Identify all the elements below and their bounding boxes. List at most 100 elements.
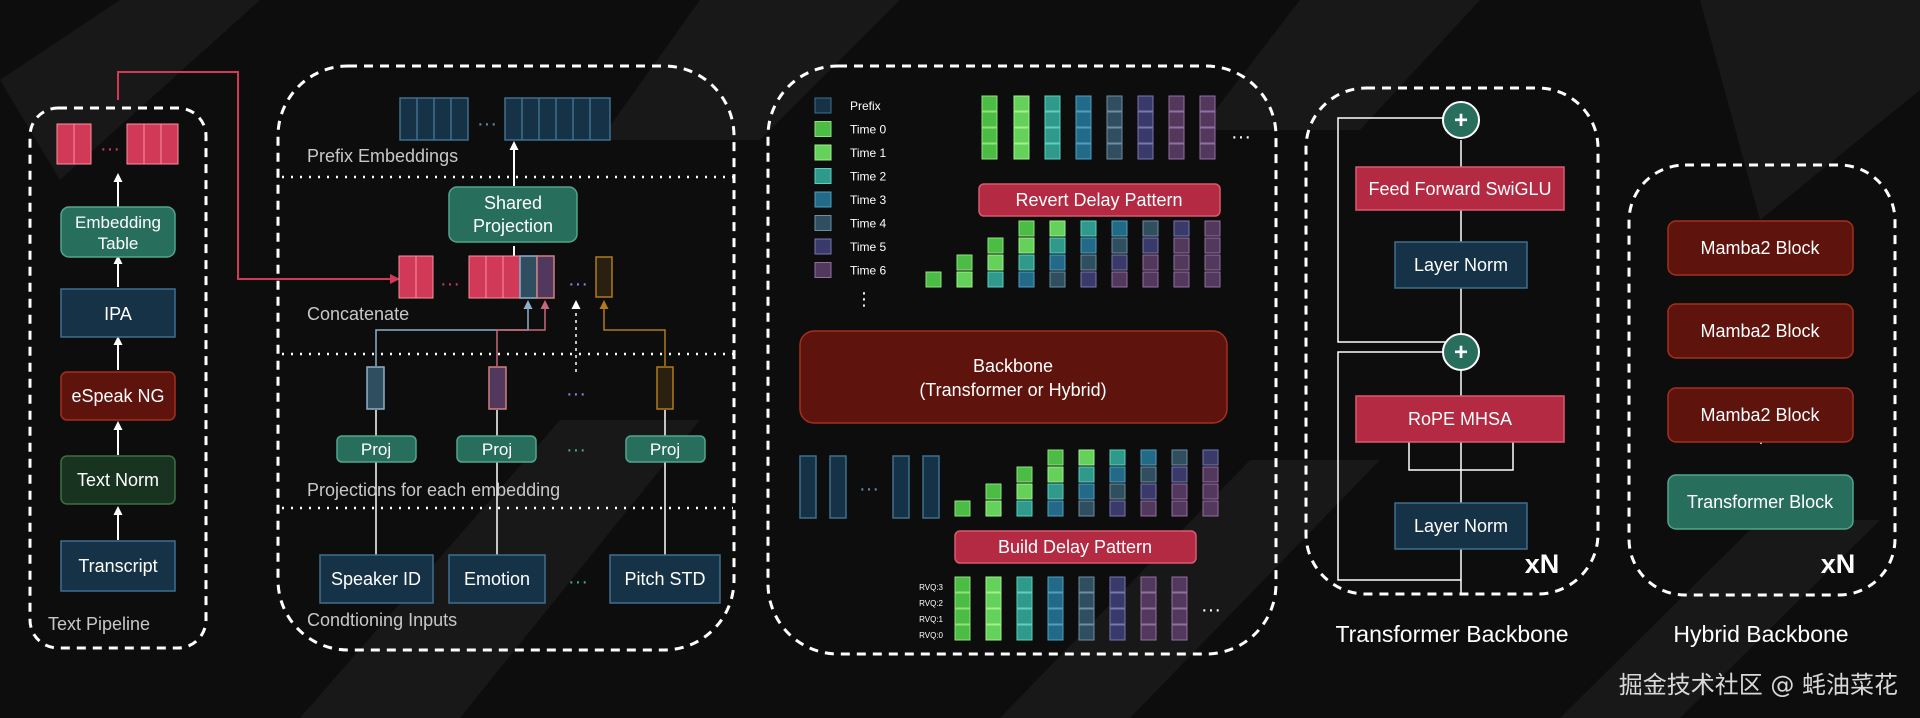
proj-box-emotion: Proj: [456, 435, 537, 463]
rvq-code-cell: [1171, 608, 1188, 625]
code-cell: [1044, 111, 1061, 128]
pitch-std-box: Pitch STD: [609, 554, 721, 604]
code-cell: [1013, 95, 1030, 112]
prefix-input-ellipsis: ···: [859, 478, 879, 500]
mamba-label-top: Mamba2 Block: [1700, 238, 1820, 258]
input-delayed-cell: [1202, 500, 1219, 517]
emotion-projected-token: [488, 366, 507, 410]
input-delayed-cell: [1016, 483, 1033, 500]
legend-label: Time 3: [850, 193, 887, 207]
ffn-box: Feed Forward SwiGLU: [1355, 166, 1565, 211]
code-cell: [1199, 111, 1216, 128]
plus-icon: +: [1454, 339, 1468, 366]
mamba-label-middle: Mamba2 Block: [1700, 321, 1820, 341]
rvq-code-cell: [1171, 592, 1188, 609]
rvq-code-cell: [1078, 624, 1095, 641]
rvq-code-cell: [1016, 608, 1033, 625]
delayed-code-cell: [1111, 254, 1128, 271]
delayed-code-cell: [1173, 271, 1190, 288]
rvq-code-cell: [1016, 576, 1033, 593]
delayed-code-cell: [1080, 237, 1097, 254]
layer-norm-box-lower: Layer Norm: [1394, 502, 1528, 550]
code-cell: [1075, 127, 1092, 144]
delayed-code-cell: [1173, 220, 1190, 237]
rvq-code-cell: [1047, 608, 1064, 625]
backbone-label-2: (Transformer or Hybrid): [919, 380, 1106, 400]
delayed-code-cell: [925, 271, 942, 288]
embedding-table-label-1: Embedding: [75, 213, 161, 232]
delayed-input-grid: [954, 449, 1219, 517]
input-delayed-cell: [1140, 500, 1157, 517]
input-delayed-cell: [1047, 483, 1064, 500]
rvq-code-cell: [985, 608, 1002, 625]
input-delayed-cell: [954, 500, 971, 517]
rvq-code-cell: [954, 624, 971, 641]
input-delayed-cell: [1078, 449, 1095, 466]
transformer-backbone-panel: Feed Forward SwiGLU Layer Norm RoPE MHSA…: [1304, 86, 1600, 647]
legend-swatch: [814, 144, 832, 161]
rvq-code-cell: [1171, 624, 1188, 641]
text-pipeline-label: Text Pipeline: [48, 614, 150, 634]
text-token-ellipsis: ···: [100, 138, 120, 160]
rvq-code-cell: [1047, 624, 1064, 641]
input-delayed-cell: [1140, 449, 1157, 466]
ipa-label: IPA: [104, 304, 132, 324]
rvq-code-cell: [1047, 592, 1064, 609]
input-delayed-cell: [1171, 466, 1188, 483]
code-cell: [1168, 127, 1185, 144]
code-cell: [981, 95, 998, 112]
projections-label: Projections for each embedding: [307, 480, 560, 500]
input-codes-ellipsis: ···: [1201, 599, 1221, 621]
plus-icon: +: [1454, 107, 1468, 134]
espeak-box: eSpeak NG: [60, 371, 176, 421]
mamba-block-top: Mamba2 Block: [1667, 220, 1854, 276]
proj-box-pitch: Proj: [625, 435, 706, 463]
code-cell: [1075, 143, 1092, 160]
code-cell: [1075, 95, 1092, 112]
code-cell: [981, 143, 998, 160]
residual-add-lower: +: [1442, 333, 1480, 371]
mamba-block-middle: Mamba2 Block: [1667, 303, 1854, 359]
code-cell: [1199, 143, 1216, 160]
delayed-code-cell: [987, 237, 1004, 254]
delayed-code-cell: [1049, 237, 1066, 254]
rvq-code-cell: [954, 592, 971, 609]
prefix-embeddings-label: Prefix Embeddings: [307, 146, 458, 166]
rvq-code-cell: [1078, 608, 1095, 625]
legend-swatch: [814, 121, 832, 137]
code-cell: [1199, 127, 1216, 144]
transformer-backbone-title: Transformer Backbone: [1335, 621, 1568, 647]
proj-ellipsis: ···: [566, 439, 586, 461]
text-pipeline-panel: Text Pipeline ··· Transcript Text Norm: [28, 106, 208, 650]
rvq-code-cell: [1171, 576, 1188, 593]
rvq-code-cell: [1140, 576, 1157, 593]
residual-path-lower: [1337, 351, 1461, 581]
rvq-label-0: RVQ:0: [919, 631, 943, 640]
code-cell: [1137, 143, 1154, 160]
hybrid-repeat-label: xN: [1821, 549, 1856, 579]
delayed-code-cell: [1049, 271, 1066, 288]
prefix-embeddings-dividers: [416, 98, 591, 140]
shared-projection-label-2: Projection: [473, 216, 553, 236]
speaker-projected-token: [366, 366, 385, 410]
delayed-code-cell: [1018, 237, 1035, 254]
revert-delay-box: Revert Delay Pattern: [978, 183, 1221, 217]
delayed-code-cell: [1049, 220, 1066, 237]
prefix-embeddings-blocks: [399, 97, 611, 141]
conditioning-inputs-label: Condtioning Inputs: [307, 610, 457, 630]
legend-label: Time 0: [850, 123, 887, 137]
concat-ellipsis-purple: ···: [568, 273, 588, 295]
conditioning-separators: [282, 175, 733, 510]
build-delay-label: Build Delay Pattern: [998, 537, 1152, 557]
rvq-code-cell: [954, 608, 971, 625]
layer-norm-label-upper: Layer Norm: [1414, 255, 1508, 275]
code-cell: [1106, 95, 1123, 112]
pitch-embedding-connector: [599, 300, 666, 366]
shared-projection-label-1: Shared: [484, 193, 542, 213]
delayed-code-cell: [956, 254, 973, 271]
legend-swatch: [814, 97, 832, 114]
output-codes-grid: [981, 95, 1216, 160]
emotion-label: Emotion: [464, 569, 530, 589]
